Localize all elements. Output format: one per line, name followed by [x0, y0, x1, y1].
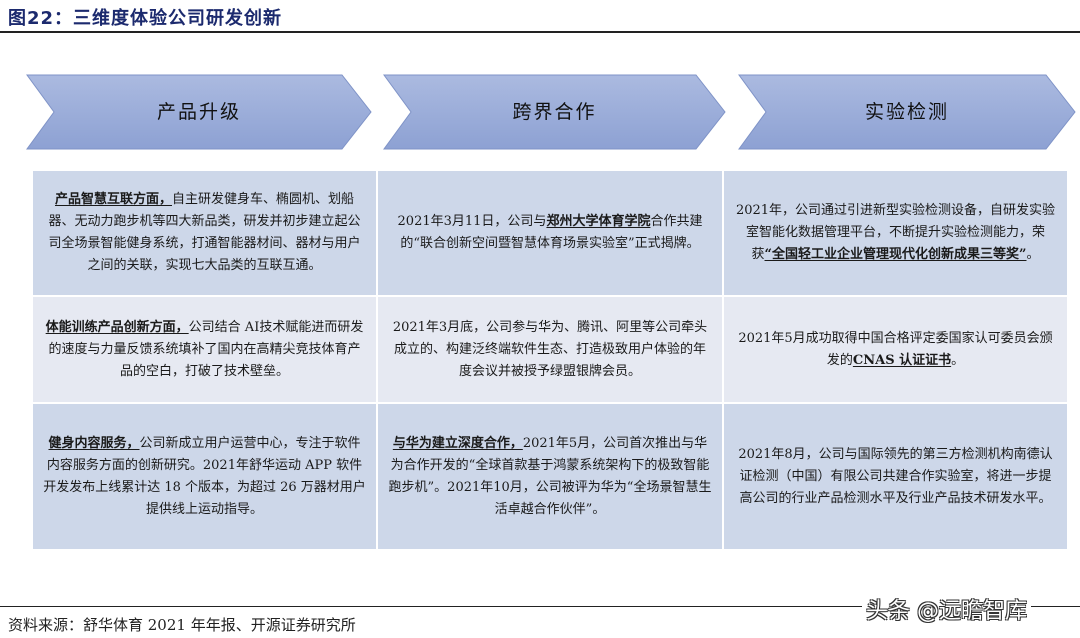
cell-fitness-content: 健身内容服务，公司新成立用户运营中心，专注于软件内容服务方面的创新研究。2021… [33, 404, 376, 549]
content-table: 产品智慧互联方面，自主研发健身车、椭圆机、划船器、无动力跑步机等四大新品类，研发… [33, 171, 1067, 549]
cell-pre: 2021年5月成功取得中国合格评定委国家认可委员会颁发的 [738, 330, 1053, 368]
header-label: 实验检测 [864, 101, 949, 123]
chevron-lab-testing: 实验检测 [738, 74, 1076, 150]
chevron-arrow-icon [383, 74, 726, 150]
cell-text: 合作共建的“联合创新空间暨智慧体育场景实验室”正式揭牌。 [400, 214, 703, 251]
cell-cnas-certificate: 2021年5月成功取得中国合格评定委国家认可委员会颁发的CNAS 认证证书。 [724, 297, 1067, 402]
cell-text: 。 [1026, 247, 1040, 262]
chevron-arrow-icon [738, 74, 1076, 150]
source-note: 资料来源：舒华体育 2021 年年报、开源证券研究所 [8, 616, 356, 634]
cell-text: 。 [951, 352, 965, 368]
source-divider [0, 606, 1080, 607]
chevron-product-upgrade: 产品升级 [26, 74, 372, 150]
cell-pre: 2021年，公司通过引进新型实验检测设备，自研发实验室智能化数据管理平台，不断提… [735, 203, 1056, 262]
cell-lead: 郑州大学体育学院 [546, 214, 651, 229]
cell-zhengzhou-university: 2021年3月11日，公司与郑州大学体育学院合作共建的“联合创新空间暨智慧体育场… [378, 171, 722, 295]
cell-text: 2021年8月，公司与国际领先的第三方检测机构南德认证检测（中国）有限公司共建合… [738, 446, 1053, 506]
cell-text: 2021年5月，公司首次推出与华为合作开发的“全球首款基于鸿蒙系统架构下的极致智… [388, 435, 712, 517]
cell-lead: 产品智慧互联方面， [54, 192, 172, 207]
header-label: 跨界合作 [512, 101, 597, 123]
cell-lead: CNAS 认证证书 [852, 352, 952, 368]
cell-huawei-cooperation: 与华为建立深度合作，2021年5月，公司首次推出与华为合作开发的“全球首款基于鸿… [378, 404, 722, 549]
cell-lab-award: 2021年，公司通过引进新型实验检测设备，自研发实验室智能化数据管理平台，不断提… [724, 171, 1067, 295]
cell-green-alliance: 2021年3月底，公司参与华为、腾讯、阿里等公司牵头成立的、构建泛终端软件生态、… [378, 297, 722, 402]
cell-tuv-lab: 2021年8月，公司与国际领先的第三方检测机构南德认证检测（中国）有限公司共建合… [724, 404, 1067, 549]
chevron-cross-cooperation: 跨界合作 [383, 74, 726, 150]
title-divider [0, 31, 1080, 33]
cell-text: 2021年3月底，公司参与华为、腾讯、阿里等公司牵头成立的、构建泛终端软件生态、… [392, 319, 708, 379]
cell-text: 公司结合 AI技术赋能进而研发的速度与力量反馈系统填补了国内在高精尖竞技体育产品… [48, 319, 364, 379]
chevron-arrow-icon [26, 74, 372, 150]
cell-product-smart-iot: 产品智慧互联方面，自主研发健身车、椭圆机、划船器、无动力跑步机等四大新品类，研发… [33, 171, 376, 295]
cell-lead: 健身内容服务， [48, 435, 140, 451]
cell-text: 公司新成立用户运营中心，专注于软件内容服务方面的创新研究。2021年舒华运动 A… [43, 435, 366, 517]
cell-lead: “全国轻工业企业管理现代化创新成果三等奖” [764, 247, 1027, 262]
cell-lead: 与华为建立深度合作， [392, 435, 523, 451]
cell-fitness-training: 体能训练产品创新方面，公司结合 AI技术赋能进而研发的速度与力量反馈系统填补了国… [33, 297, 376, 402]
cell-text: 自主研发健身车、椭圆机、划船器、无动力跑步机等四大新品类，研发并初步建立起公司全… [48, 192, 361, 273]
figure-title: 图22：三维度体验公司研发创新 [8, 8, 283, 29]
watermark: 头条 @远瞻智库 [862, 593, 1031, 625]
cell-lead: 体能训练产品创新方面， [45, 319, 189, 335]
header-label: 产品升级 [156, 101, 241, 123]
cell-pre: 2021年3月11日，公司与 [397, 214, 547, 229]
